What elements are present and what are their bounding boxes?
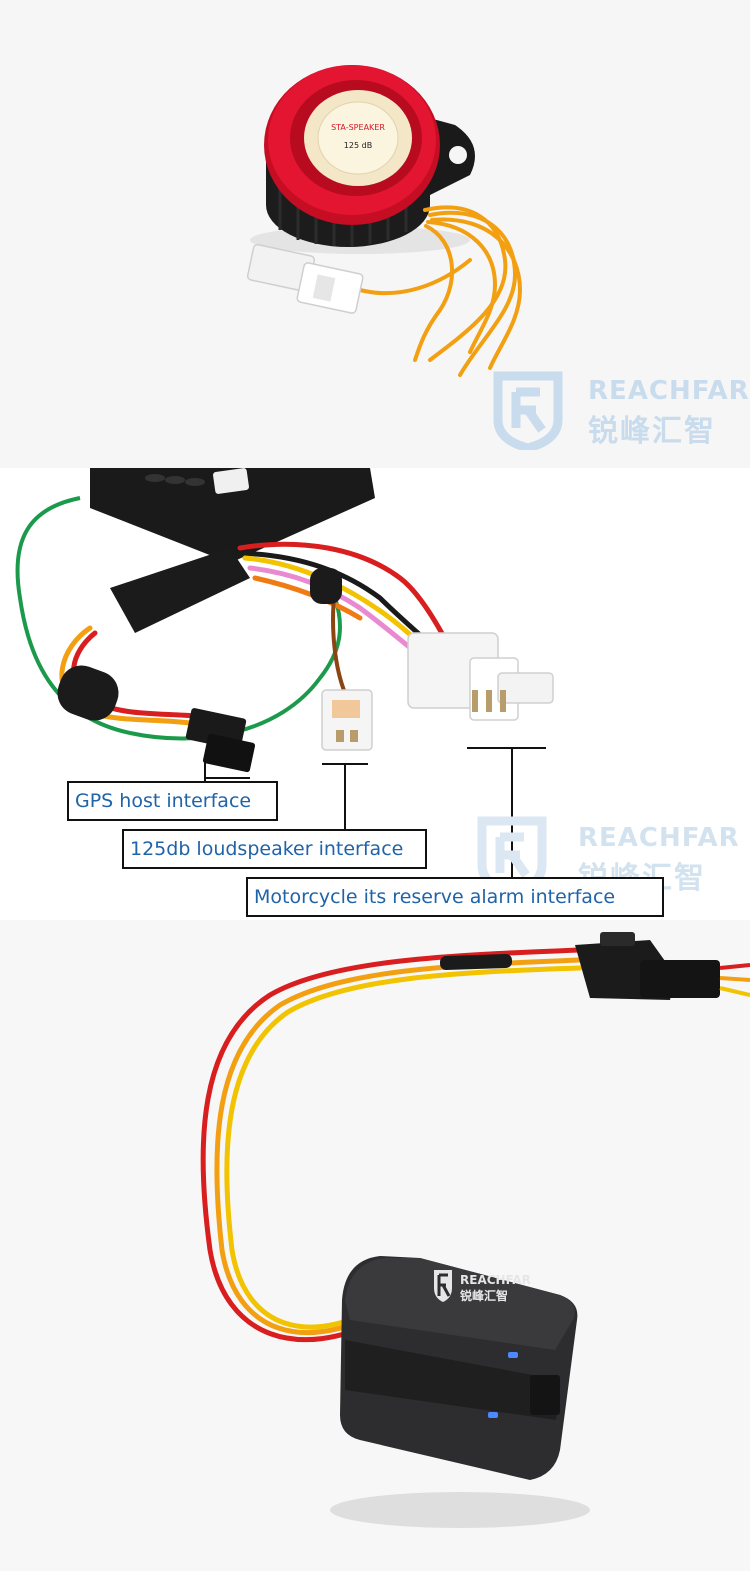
gps-host-connector [185,708,256,773]
mount-hole [449,146,467,164]
sensor-wires [200,947,583,1342]
watermark-text-en: REACHFAR [578,823,740,853]
module-brand-text-cn: 锐峰汇智 [460,1288,508,1303]
wire-heatshrink [439,953,513,971]
harness-photo-panel: REACHFAR 锐峰汇智 GPS host interface 125db l… [0,468,750,920]
sensor-module-body [340,1256,578,1480]
module-brand-logo [434,1270,452,1302]
watermark-text-cn: 锐峰汇智 [588,414,716,449]
reserve-alarm-interface-label: Motorcycle its reserve alarm interface [246,877,664,917]
ferrite-core [57,665,119,721]
green-wire [15,496,342,741]
speaker-illustration: STA-SPEAKER 125 dB [246,65,523,377]
orange-wires [358,205,523,377]
watermark-text-en: REACHFAR [588,376,750,406]
loudspeaker-connector [321,689,373,751]
speaker-rating-text: 125 dB [344,141,372,150]
ferrite-core-small [310,568,342,604]
loudspeaker-interface-label: 125db loudspeaker interface [122,829,427,869]
gps-host-box [90,468,375,563]
heatshrink-sleeve [110,548,250,633]
gps-host-interface-label: GPS host interface [67,781,278,821]
sensor-module-photo-panel: REACHFAR 锐峰汇智 [0,920,750,1571]
sensor-wire-connector [575,932,750,1000]
shield-logo-icon [493,371,563,450]
speaker-brand-text: STA-SPEAKER [331,123,385,132]
module-brand-text-en: REACHFAR [460,1273,531,1287]
sensor-illustration: REACHFAR 锐峰汇智 [200,932,750,1528]
speaker-white-connector [246,243,364,314]
reserve-alarm-connector [407,632,554,721]
wire-bundle [59,541,458,726]
speaker-photo-panel: STA-SPEAKER 125 dB [0,0,750,468]
harness-illustration [15,468,554,877]
